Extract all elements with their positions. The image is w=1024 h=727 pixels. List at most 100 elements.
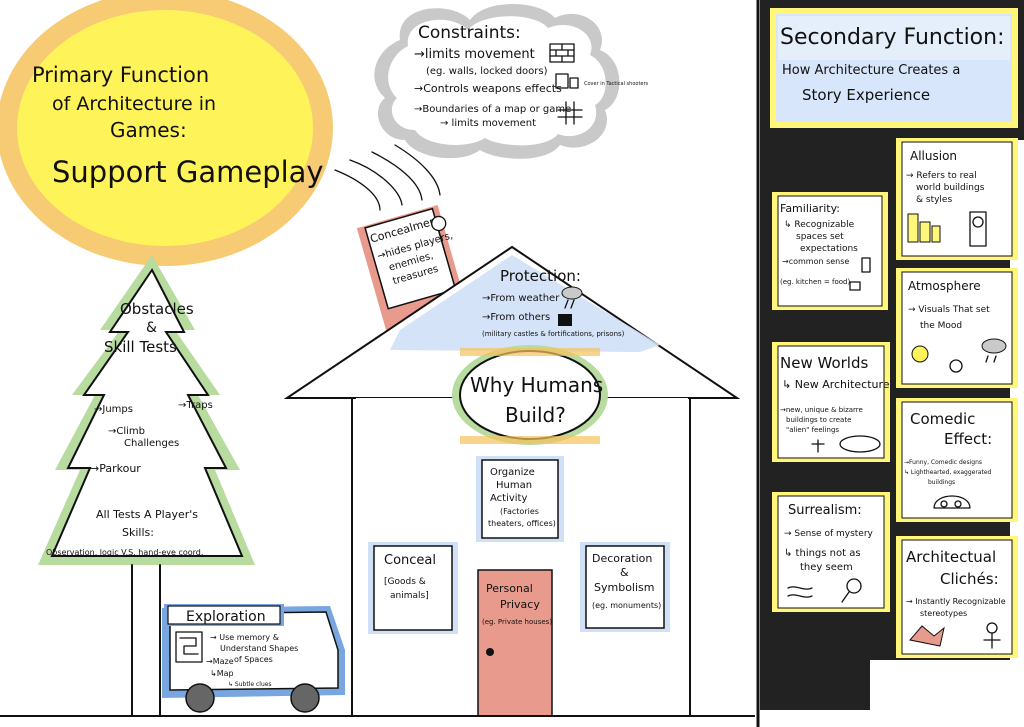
tree-tests3: Observation, logic V.S. hand-eye coord. — [46, 548, 203, 557]
exploration-line4: →Maze — [206, 657, 234, 666]
constraints-line2: (eg. walls, locked doors) — [426, 66, 548, 77]
exploration-title: Exploration — [186, 609, 266, 625]
constraints-title: Constraints: — [418, 23, 521, 43]
cliches-line3: → Instantly Recognizable — [906, 597, 1006, 606]
allusion-title: Allusion — [910, 149, 957, 163]
comedic-card: Comedic Effect: →Funny, Comedic designs … — [896, 398, 1018, 522]
primary-title-line2: of Architecture in — [52, 93, 216, 115]
castle-icon — [558, 314, 572, 326]
surrealism-card: Surrealism: → Sense of mystery ↳ things … — [772, 492, 890, 612]
rain-cloud-icon — [981, 338, 1007, 363]
decoration-line4: (eg. monuments) — [592, 601, 661, 610]
exploration-bus: Exploration → Use memory & Understand Sh… — [162, 604, 345, 713]
familiarity-line5: (eg. kitchen = food) — [780, 278, 850, 286]
atmosphere-line2: the Mood — [920, 321, 962, 331]
alien-building-icon — [839, 435, 881, 453]
surrealism-title: Surrealism: — [788, 503, 862, 518]
atmosphere-title: Atmosphere — [908, 279, 981, 293]
allusion-line1: → Refers to real — [906, 171, 977, 181]
decoration-box: Decoration & Symbolism (eg. monuments) — [580, 542, 670, 632]
exploration-line6: ↳ Subtle clues — [228, 681, 272, 688]
constraints-cloud: Constraints: →limits movement (eg. walls… — [374, 4, 649, 159]
allusion-line2: world buildings — [916, 183, 985, 193]
why-humans-build-badge: Why Humans Build? — [452, 345, 608, 445]
comedic-line1: Comedic — [910, 410, 975, 428]
privacy-line3: (eg. Private houses) — [482, 618, 552, 626]
face-icon — [949, 359, 963, 373]
cover-icon — [555, 73, 579, 89]
cliches-line1: Architectual — [906, 548, 996, 566]
allusion-card: Allusion → Refers to real world building… — [896, 138, 1018, 260]
smoke-lines — [334, 144, 441, 211]
clock-tower-icon — [969, 211, 987, 247]
protection-line1: →From weather — [482, 293, 560, 304]
primary-title-line4: Support Gameplay — [52, 155, 324, 189]
secondary-line2: Story Experience — [802, 86, 930, 104]
primary-function-sun: Primary Function of Architecture in Game… — [0, 0, 333, 266]
familiarity-title: Familiarity: — [780, 202, 840, 215]
tree-parkour: →Parkour — [90, 462, 141, 475]
tree-line3: Skill Tests — [104, 338, 177, 356]
chef-hat-icon — [861, 257, 871, 273]
why-line2: Build? — [505, 403, 566, 427]
secondary-panel: Secondary Function: How Architecture Cre… — [755, 0, 1024, 727]
conceal-box: Conceal [Goods & animals] — [368, 542, 458, 634]
buildings-icon — [907, 213, 941, 243]
protection-title: Protection: — [500, 267, 581, 285]
brick-wall-icon — [549, 43, 575, 63]
protection-line2: →From others — [482, 312, 550, 323]
comedic-line3: →Funny, Comedic designs — [904, 459, 982, 466]
magnifier-icon — [841, 578, 862, 603]
new-worlds-line5: "alien" feelings — [786, 426, 839, 434]
organize-line4: (Factories — [500, 507, 539, 516]
organize-line1: Organize — [490, 467, 535, 478]
maze-icon — [175, 631, 203, 663]
cliches-line4: stereotypes — [920, 609, 967, 618]
organize-line5: theaters, offices) — [488, 519, 556, 528]
new-worlds-line4: buildings to create — [786, 416, 851, 424]
decoration-line3: Symbolism — [594, 581, 654, 594]
exploration-line1: → Use memory & — [210, 633, 279, 642]
protection-section: Protection: →From weather →From others (… — [482, 267, 625, 338]
tree-tests2: Skills: — [122, 526, 154, 539]
peeking-person-icon — [431, 215, 447, 254]
cliches-card: Architectual Clichés: → Instantly Recogn… — [896, 536, 1018, 658]
comedic-line2: Effect: — [944, 430, 992, 448]
tree-traps: →Traps — [178, 400, 213, 411]
privacy-line2: Privacy — [500, 598, 540, 611]
tree-tests1: All Tests A Player's — [96, 508, 198, 521]
comedic-line4: ↳ Lighthearted, exaggerated — [904, 469, 992, 476]
cliches-line2: Clichés: — [940, 570, 999, 588]
constraints-line5: → limits movement — [440, 118, 536, 129]
funny-building-icon — [933, 495, 971, 509]
dragon-icon — [909, 625, 945, 647]
familiarity-line3: expectations — [800, 244, 858, 254]
exploration-line3: of Spaces — [234, 655, 273, 664]
exploration-line5: ↳Map — [210, 669, 234, 678]
door-knob — [486, 648, 494, 656]
atmosphere-line1: → Visuals That set — [908, 305, 990, 315]
primary-title-line3: Games: — [110, 118, 187, 142]
familiarity-line2: spaces set — [796, 232, 844, 242]
primary-title-line1: Primary Function — [32, 63, 209, 87]
food-icon — [849, 281, 861, 291]
knight-icon — [983, 622, 1001, 649]
secondary-header: Secondary Function: How Architecture Cre… — [770, 8, 1018, 128]
decoration-line1: Decoration — [592, 552, 652, 565]
secondary-line1: How Architecture Creates a — [782, 63, 960, 78]
decoration-line2: & — [620, 566, 629, 579]
organize-box: Organize Human Activity (Factories theat… — [476, 456, 564, 542]
new-worlds-card: New Worlds ↳ New Architecture →new, uniq… — [772, 342, 890, 462]
tree-jumps: →Jumps — [94, 404, 133, 415]
exploration-line2: Understand Shapes — [220, 644, 298, 653]
constraints-line3: →Controls weapons effects — [414, 82, 562, 95]
tic-tac-toe-icon — [557, 101, 583, 125]
wheel-icon — [185, 683, 320, 713]
conceal-line1: Conceal — [384, 553, 436, 568]
constraints-line4: →Boundaries of a map or game — [414, 104, 571, 115]
privacy-door: Personal Privacy (eg. Private houses) — [477, 569, 553, 717]
surrealism-line1: → Sense of mystery — [784, 529, 874, 539]
constraints-line1: →limits movement — [414, 47, 535, 62]
new-worlds-line3: →new, unique & bizarre — [780, 406, 863, 414]
